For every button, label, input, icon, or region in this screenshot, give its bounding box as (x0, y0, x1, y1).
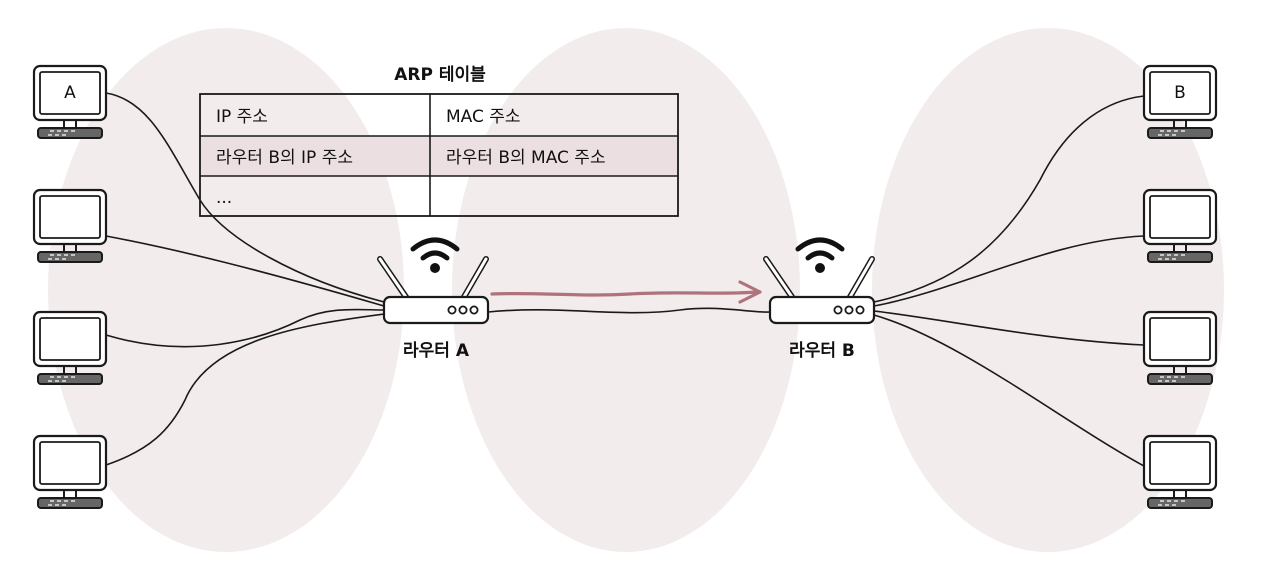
wifi-icon (413, 240, 457, 273)
frame-arrow (490, 280, 762, 304)
cable-left-host-2-router-a (105, 235, 385, 307)
cable-router-b-right-host-3 (873, 310, 1145, 346)
right-hosts: B (1142, 64, 1218, 510)
arp-table-title: ARP 테이블 (394, 65, 486, 85)
host-b: B (1142, 64, 1218, 140)
computer-icon (32, 310, 108, 386)
router-b: 라우터 B (766, 240, 874, 361)
arp-cell-router-b-mac: 라우터 B의 MAC 주소 (446, 148, 606, 168)
arp-table: ARP 테이블 IP 주소 MAC 주소 라우터 B의 IP 주소 라우터 B의… (199, 65, 679, 217)
host-a: A (32, 64, 108, 140)
cable-left-host-4-router-a (105, 313, 385, 466)
cable-router-b-right-host-2 (873, 235, 1145, 307)
arp-highlight-row (200, 136, 678, 176)
arp-cell-router-b-ip: 라우터 B의 IP 주소 (216, 148, 353, 168)
computer-icon (32, 434, 108, 510)
router-a: 라우터 A (380, 240, 488, 361)
computer-icon (1142, 310, 1218, 386)
arp-header-mac: MAC 주소 (446, 107, 521, 127)
left-hosts: A (32, 64, 108, 510)
wifi-icon (798, 240, 842, 273)
cable-router-b-host-b (873, 95, 1145, 303)
host-a-label: A (64, 83, 76, 103)
router-b-label: 라우터 B (789, 341, 855, 361)
router-a-label: 라우터 A (403, 341, 470, 361)
cable-router-a-router-b (487, 307, 771, 314)
cable-router-b-right-host-4 (873, 314, 1145, 467)
right-network-zone (872, 28, 1224, 552)
cable-left-host-3-router-a (105, 308, 385, 348)
arp-header-ip: IP 주소 (216, 107, 268, 127)
arp-cell-ellipsis: ... (216, 188, 232, 208)
computer-icon (32, 188, 108, 264)
computer-icon (1142, 188, 1218, 264)
computer-icon (1142, 434, 1218, 510)
host-b-label: B (1174, 83, 1186, 103)
